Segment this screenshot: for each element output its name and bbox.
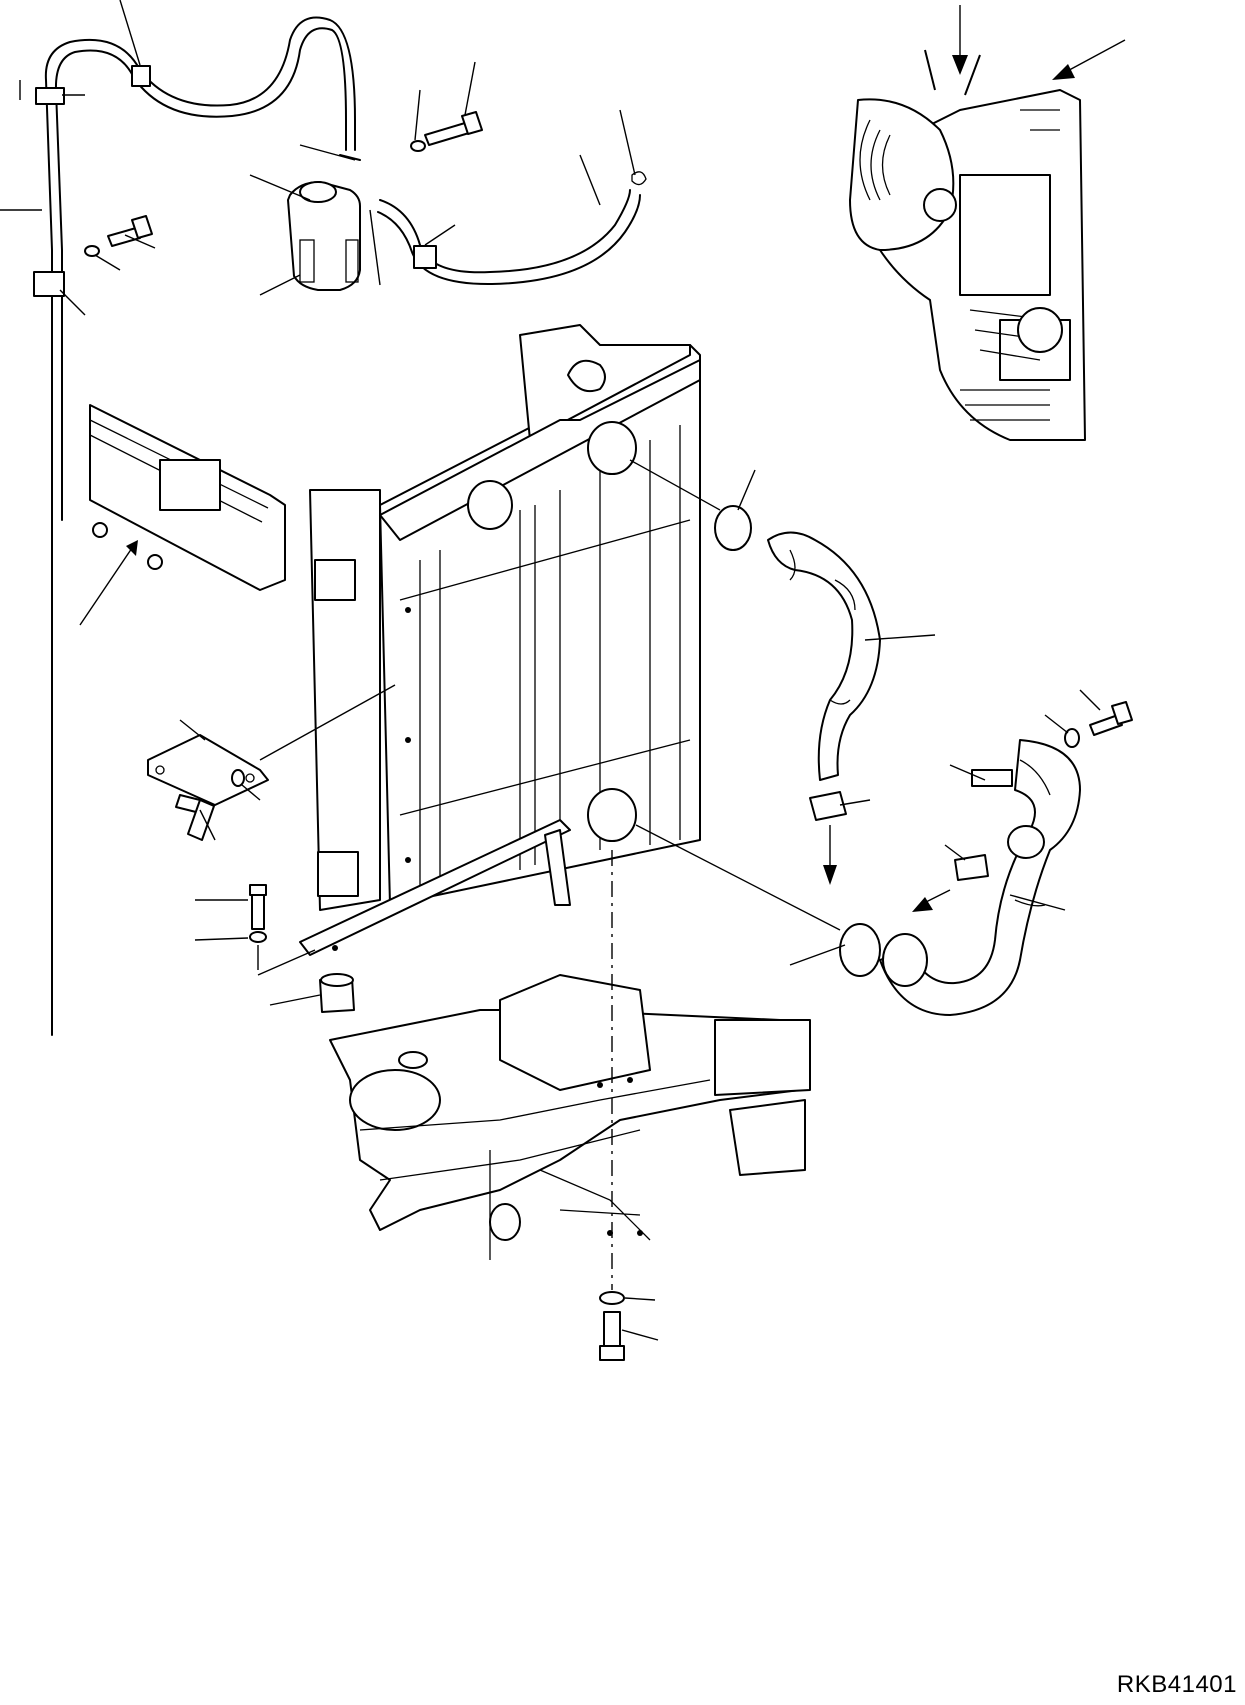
reservoir-tank (287, 154, 361, 291)
hose-clamp (413, 245, 437, 269)
hose-clamp-upper (714, 505, 752, 551)
hose-clamp-lower (839, 923, 881, 977)
hose-clamp-small (954, 854, 989, 881)
hose-clamp-mid (809, 791, 847, 821)
callout-leaders (0, 0, 1101, 1341)
hose-bracket (971, 769, 1013, 787)
upper-hose (714, 505, 881, 885)
reservoir-hose (377, 171, 647, 286)
radiator-core (299, 324, 701, 956)
assembly-guide-lines (629, 459, 841, 931)
bolt-set-left (249, 884, 355, 1013)
lower-hose (839, 701, 1133, 1016)
bolt-set-top (84, 111, 483, 257)
overflow-tube (33, 16, 356, 1036)
drawing-code: RKB41401 (1116, 1671, 1237, 1698)
stay-bracket (147, 684, 396, 841)
engine-block (849, 49, 1086, 441)
frame-member-left (79, 404, 286, 626)
revolving-frame (329, 974, 811, 1260)
engine-arrows (952, 5, 1126, 80)
bolt-set-bottom (599, 1291, 625, 1361)
tube-clip (131, 65, 151, 87)
tube-clamp (33, 271, 65, 297)
tube-clip (35, 87, 65, 105)
